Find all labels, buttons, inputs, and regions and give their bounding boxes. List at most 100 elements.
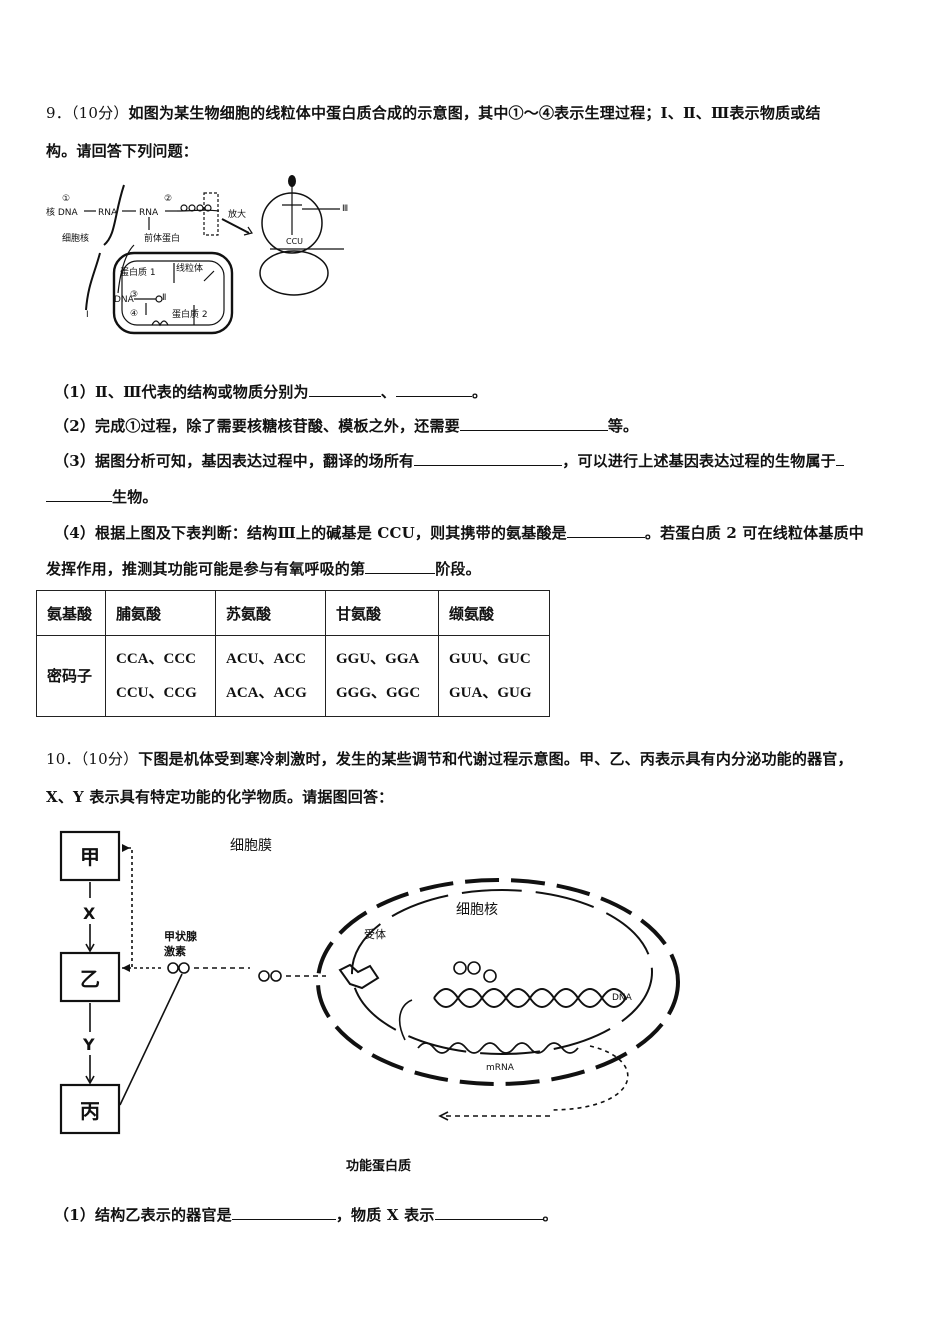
q9-roman3-label: Ⅲ — [342, 204, 348, 214]
mrna-label: mRNA — [486, 1063, 515, 1073]
q9-step3-label: ③ — [130, 290, 138, 300]
q9-rna2-label: RNA — [139, 208, 159, 218]
q10-sub1-end: 。 — [542, 1206, 558, 1224]
q9-sub3-mid: ，可以进行上述基因表达过程的生物属于 — [562, 452, 836, 470]
q9-sub2: （2）完成①过程，除了需要核糖核苷酸、模板之外，还需要 等。 — [54, 415, 638, 436]
q9-sub4-line2-end: 阶段。 — [435, 560, 481, 578]
q9-sub2-prefix: （2）完成①过程，除了需要核糖核苷酸、模板之外，还需要 — [54, 417, 460, 435]
zoom-box — [203, 192, 219, 236]
q9-nucleus-label: 细胞核 — [62, 232, 89, 244]
q9-score: （10分） — [70, 104, 129, 122]
q10-sub1-blank2[interactable] — [434, 1205, 543, 1220]
codon-text: CCU、CCG — [116, 685, 197, 701]
table-header-cell: 脯氨酸 — [105, 590, 216, 636]
codon-text: CCA、CCC — [116, 651, 196, 667]
nucleus-label: 细胞核 — [456, 902, 498, 918]
mitochondrion-inner — [121, 260, 225, 326]
q9-mitochondrion-label: 线粒体 — [176, 262, 203, 274]
amino-acid-dot — [288, 175, 296, 187]
thyroid-regulation-diagram: 甲 乙 丙 X Y 细胞膜 细胞核 甲状腺 激素 受体 DNA mRNA 功能蛋… — [59, 830, 680, 1174]
table-row-label: 密码子 — [36, 635, 106, 717]
nuclear-envelope-outline — [351, 889, 653, 1055]
q9-sub1-mid: 、 — [380, 383, 396, 401]
codon-text: GUA、GUG — [449, 685, 532, 701]
q9-rna-label: RNA — [98, 208, 118, 218]
codon-text: GGU、GGA — [336, 651, 420, 667]
mrna-strand — [417, 1042, 579, 1054]
q9-sub3-blank2b[interactable] — [46, 487, 112, 502]
table-cell: GUU、GUC GUA、GUG — [438, 635, 550, 717]
dna-strand-2 — [433, 988, 627, 1008]
q9-sub3: （3）据图分析可知，基因表达过程中，翻译的场所有 ，可以进行上述基因表达过程的生物… — [54, 450, 844, 471]
q9-number: 9． — [46, 104, 71, 122]
mitochondria-protein-synthesis-diagram: ① ② 核 DNA RNA RNA 细胞核 前体蛋白 线粒体 蛋白质 1 ③ D… — [46, 175, 348, 335]
q9-sub1-end: 。 — [471, 383, 488, 401]
codon-text: GGG、GGC — [336, 685, 421, 701]
dna-label: DNA — [612, 993, 633, 1003]
box-yi-label: 乙 — [80, 967, 100, 991]
q9-sub1: （1）Ⅱ、Ⅲ代表的结构或物质分别为 、 。 — [54, 381, 487, 402]
q9-dna-label: DNA — [114, 295, 135, 305]
q9-roman1-label: Ⅰ — [86, 310, 89, 320]
q9-sub4-line2: 发挥作用，推测其功能可能是参与有氧呼吸的第阶段。 — [46, 558, 481, 579]
q10-sub1: （1）结构乙表示的器官是，物质 X 表示。 — [54, 1204, 558, 1225]
q10-number: 10． — [46, 750, 81, 768]
q9-sub4: （4）根据上图及下表判断：结构Ⅲ上的碱基是 CCU，则其携带的氨基酸是 。若蛋白质… — [54, 522, 864, 543]
q10-line2: X、Y 表示具有特定功能的化学物质。请据图回答： — [46, 788, 394, 806]
table-cell: CCA、CCC CCU、CCG — [105, 635, 216, 717]
table-cell: GGU、GGA GGG、GGC — [325, 635, 439, 717]
box-bing-label: 丙 — [80, 1099, 100, 1123]
q9-sub1-prefix: （1）Ⅱ、Ⅲ代表的结构或物质分别为 — [54, 383, 309, 401]
codon-text: ACA、ACG — [226, 685, 307, 701]
q9-stem-text: 如图为某生物细胞的线粒体中蛋白质合成的示意图，其中①～④表示生理过程；Ⅰ、Ⅱ、Ⅲ… — [128, 104, 821, 122]
functional-protein-label: 功能蛋白质 — [346, 1158, 411, 1174]
codon-text: GUU、GUC — [449, 651, 531, 667]
q9-sub4-prefix: （4）根据上图及下表判断：结构Ⅲ上的碱基是 CCU，则其携带的氨基酸是 — [54, 524, 567, 542]
q9-step2-label: ② — [164, 194, 172, 204]
q9-enlarge-label: 放大 — [228, 208, 246, 220]
box-bing — [59, 1083, 121, 1135]
box-jia-label: 甲 — [80, 845, 100, 869]
q9-sub2-blank[interactable] — [459, 416, 608, 431]
q9-line2: 构。请回答下列问题： — [46, 142, 199, 160]
nuclear-envelope-top — [103, 184, 125, 246]
y-label: Y — [82, 1035, 95, 1054]
table-header-cell: 甘氨酸 — [325, 590, 439, 636]
q10-sub1-mid: ，物质 X 表示 — [335, 1206, 435, 1224]
q9-sub1-blank1[interactable] — [308, 382, 381, 397]
q10-sub1-blank1[interactable] — [231, 1205, 336, 1220]
q9-sub3-blank1[interactable] — [414, 451, 563, 466]
q9-protein2-label: 蛋白质 2 — [172, 308, 208, 320]
q9-nuclear-dna-label: 核 DNA — [46, 206, 79, 218]
cell-membrane-label: 细胞膜 — [230, 838, 272, 854]
q9-sub4-blank1[interactable] — [566, 523, 645, 538]
x-label: X — [83, 904, 96, 923]
q9-sub3-line2: 生物。 — [46, 486, 158, 507]
q9-ccu-label: CCU — [286, 237, 303, 246]
codon-table: 氨基酸 脯氨酸 苏氨酸 甘氨酸 缬氨酸 密码子 CCA、CCC CCU、CCG A… — [36, 590, 550, 717]
ribosome-small-subunit — [259, 250, 329, 296]
q9-sub1-blank2[interactable] — [395, 382, 472, 397]
receptor-label: 受体 — [364, 927, 386, 941]
q10-stem-text: 下图是机体受到寒冷刺激时，发生的某些调节和代谢过程示意图。甲、乙、丙表示具有内分… — [138, 750, 853, 768]
q9-step1-label: ① — [62, 194, 70, 204]
hormone-label-2: 激素 — [164, 944, 186, 958]
q9-precursor-label: 前体蛋白 — [144, 232, 180, 244]
bing-to-hormone — [119, 973, 183, 1106]
q9-sub3-prefix: （3）据图分析可知，基因表达过程中，翻译的场所有 — [54, 452, 415, 470]
q9-sub4-blank2[interactable] — [365, 559, 436, 574]
enlarge-arrow — [221, 218, 250, 234]
table-header-cell: 氨基酸 — [36, 590, 106, 636]
q9-line1: 9．（10分）如图为某生物细胞的线粒体中蛋白质合成的示意图，其中①～④表示生理过… — [46, 102, 821, 123]
receptor-shape — [338, 963, 380, 990]
q9-sub3-end: 生物。 — [112, 488, 158, 506]
q9-sub4-mid: 。若蛋白质 2 可在线粒体基质中 — [644, 524, 864, 542]
q9-step4-label: ④ — [130, 309, 138, 319]
cell-membrane-outline — [316, 878, 680, 1086]
box-jia — [59, 830, 121, 882]
codon-table-header-row: 氨基酸 脯氨酸 苏氨酸 甘氨酸 缬氨酸 — [36, 590, 550, 636]
q9-roman2-label: Ⅱ — [162, 293, 166, 303]
q9-sub3-blank2a[interactable] — [835, 451, 844, 466]
q9-sub2-end: 等。 — [607, 417, 639, 435]
